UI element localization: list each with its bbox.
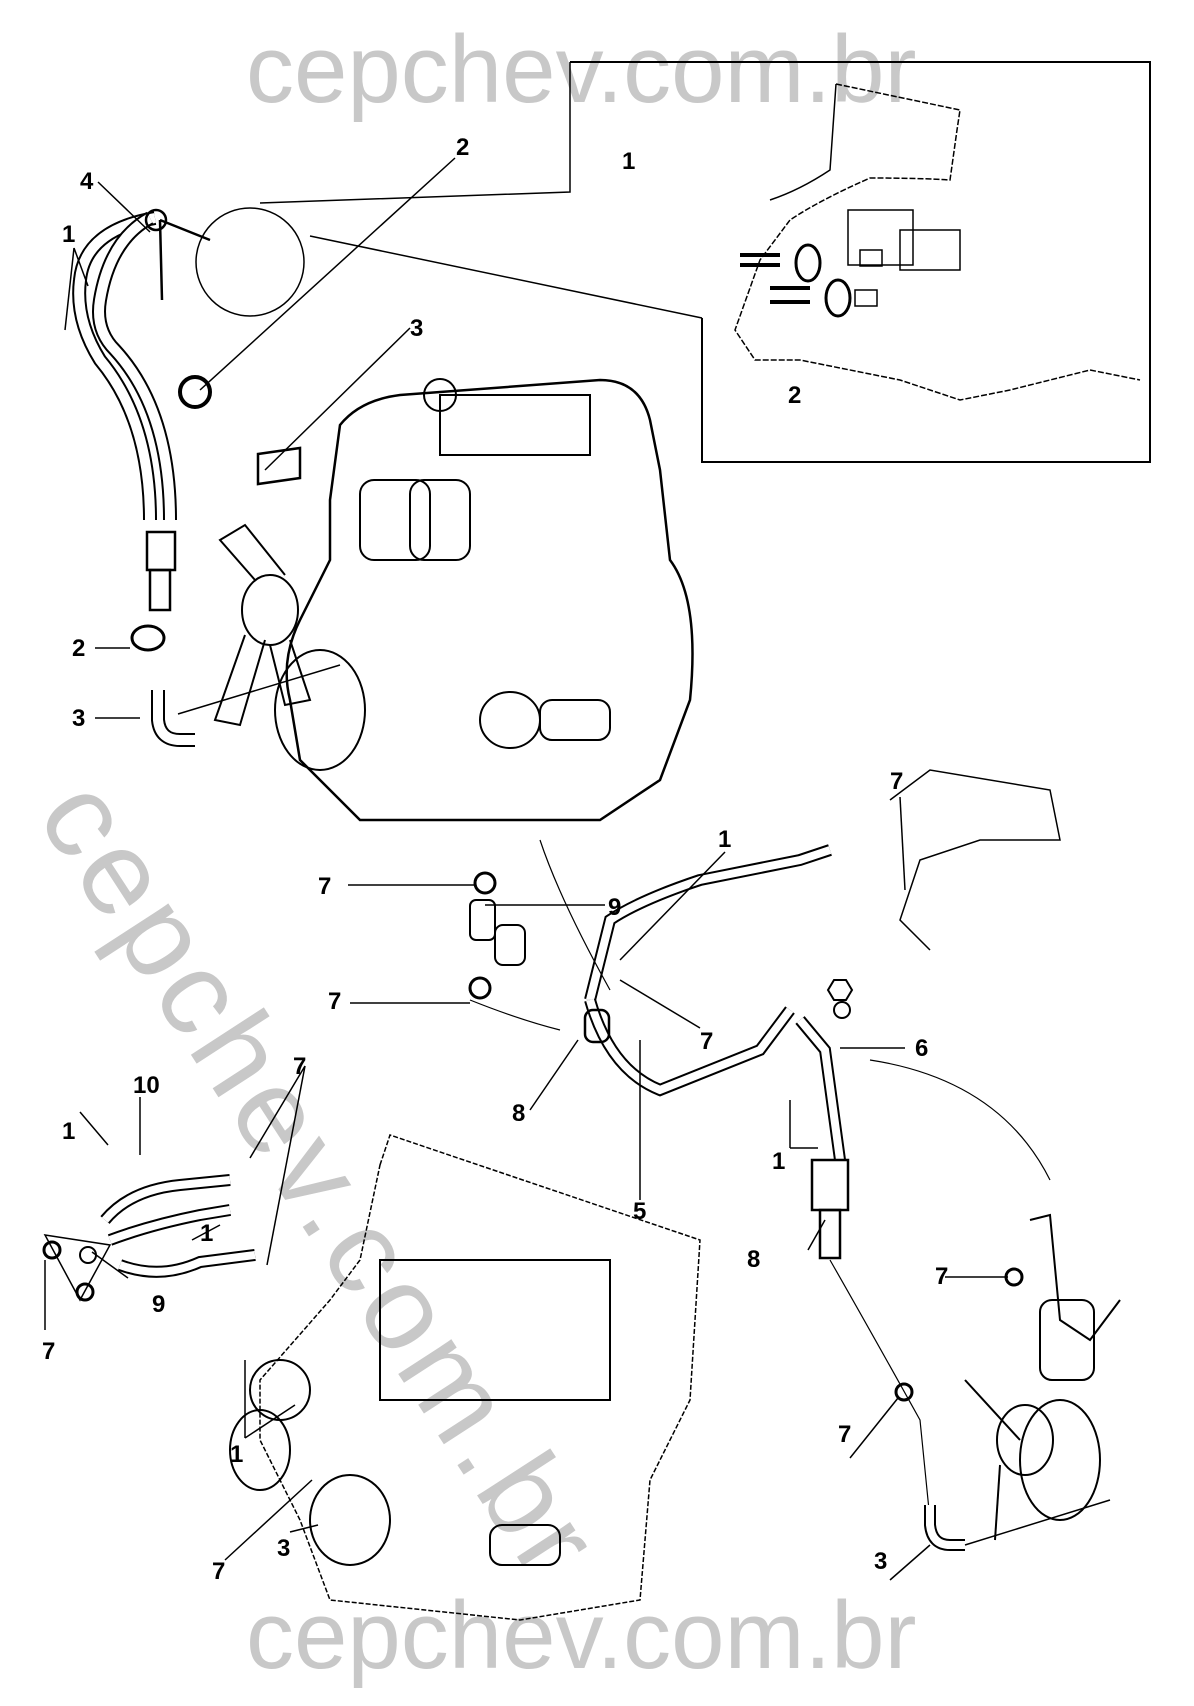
callout-7: 7 (293, 1053, 307, 1080)
callout-6: 6 (915, 1035, 929, 1062)
callout-3: 3 (410, 315, 424, 342)
clamp-icon (794, 243, 822, 283)
engine-view-bottom-right (807, 1213, 1121, 1581)
callout-8: 8 (512, 1100, 526, 1127)
detail-inset (195, 61, 1151, 463)
sleeve (145, 530, 177, 572)
hose-routing-middle (348, 769, 1061, 1521)
callout-9: 9 (152, 1291, 166, 1318)
callout-7: 7 (935, 1263, 949, 1290)
callout-1: 1 (230, 1441, 244, 1468)
callout-5: 5 (633, 1198, 647, 1225)
watermark-top: cepchev.com.br (246, 16, 917, 123)
callout-1: 1 (62, 221, 76, 248)
callout-7: 7 (212, 1558, 226, 1585)
callout-7: 7 (890, 768, 904, 795)
engine-view-top-left (64, 157, 694, 822)
callout-2: 2 (788, 382, 802, 409)
callout-7: 7 (318, 873, 332, 900)
callout-4: 4 (80, 168, 94, 195)
callout-7: 7 (838, 1421, 852, 1448)
callout-7: 7 (700, 1028, 714, 1055)
callout-3: 3 (72, 705, 86, 732)
callout-10: 10 (133, 1072, 160, 1099)
callout-7: 7 (328, 988, 342, 1015)
callout-2: 2 (72, 635, 86, 662)
callout-1: 1 (622, 148, 636, 175)
callout-1: 1 (200, 1220, 214, 1247)
callout-3: 3 (874, 1548, 888, 1575)
callout-9: 9 (608, 894, 622, 921)
callout-3: 3 (277, 1535, 291, 1562)
watermark-bottom: cepchev.com.br (246, 1582, 917, 1689)
magnify-circle (195, 207, 305, 317)
callout-7: 7 (42, 1338, 56, 1365)
callout-2: 2 (456, 134, 470, 161)
engine-view-bottom-left (42, 1065, 701, 1621)
callout-8: 8 (747, 1246, 761, 1273)
callout-1: 1 (62, 1118, 76, 1145)
callout-1: 1 (718, 826, 732, 853)
clamp-icon (824, 278, 852, 318)
callout-1: 1 (772, 1148, 786, 1175)
